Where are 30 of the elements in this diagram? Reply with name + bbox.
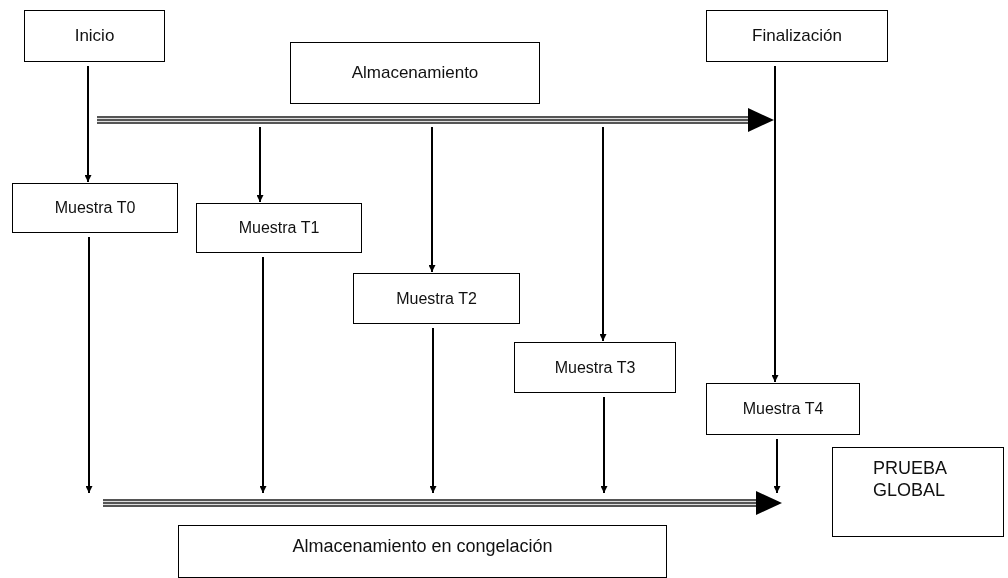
text-box [706,10,888,62]
box-label: Muestra T1 [238,218,320,238]
text-box [24,10,165,62]
text-box [196,203,362,253]
arrow [85,236,93,494]
text-box [178,525,667,578]
arrow [773,438,781,494]
box-label: Muestra T3 [554,357,636,378]
arrow [256,126,264,203]
box-label: Almacenamiento [351,62,479,84]
box-label: PRUEBA GLOBAL [873,458,948,502]
box-label: Muestra T4 [742,399,824,419]
text-box [832,447,1004,537]
text-box [706,383,860,435]
box-label: Inicio [74,25,115,47]
arrow [429,327,437,494]
text-box [12,183,178,233]
box-label: Muestra T0 [54,198,136,218]
text-box [290,42,540,104]
arrow [428,126,436,273]
box-label: Muestra T2 [396,288,477,309]
arrow [771,65,779,383]
box-label: Almacenamiento en congelación [292,536,553,558]
arrow [600,396,608,494]
arrow [84,65,92,183]
arrow [259,256,267,494]
arrow [599,126,607,342]
box-label: Finalización [752,25,842,47]
text-box [514,342,676,393]
text-box [353,273,520,324]
